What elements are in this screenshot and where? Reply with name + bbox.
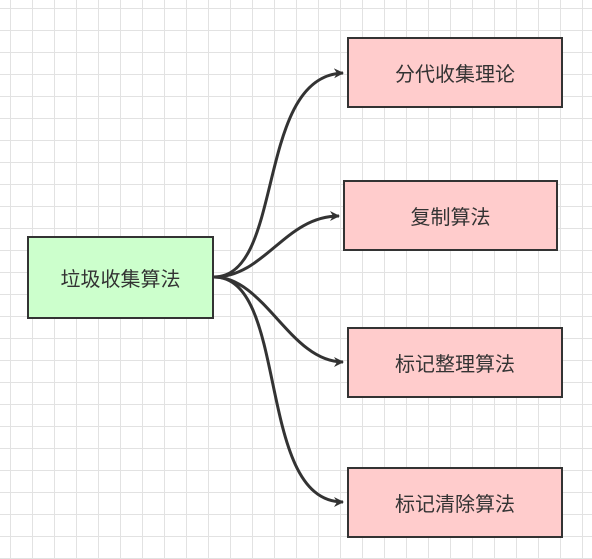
child-node-1: 分代收集理论	[347, 37, 563, 108]
child-node-4: 标记清除算法	[347, 467, 563, 538]
root-node-label: 垃圾收集算法	[60, 267, 181, 291]
child-node-2-label: 复制算法	[410, 205, 491, 229]
child-node-3: 标记整理算法	[347, 327, 563, 398]
child-node-2: 复制算法	[343, 180, 558, 251]
child-node-4-label: 标记清除算法	[395, 492, 515, 516]
child-node-3-label: 标记整理算法	[395, 352, 515, 376]
child-node-1-label: 分代收集理论	[395, 62, 515, 86]
edge-root-to-child-2	[213, 211, 340, 279]
edge-root-to-child-3	[213, 275, 344, 367]
root-node: 垃圾收集算法	[27, 236, 214, 319]
edge-root-to-child-1	[213, 68, 344, 279]
edge-root-to-child-4	[213, 275, 344, 507]
